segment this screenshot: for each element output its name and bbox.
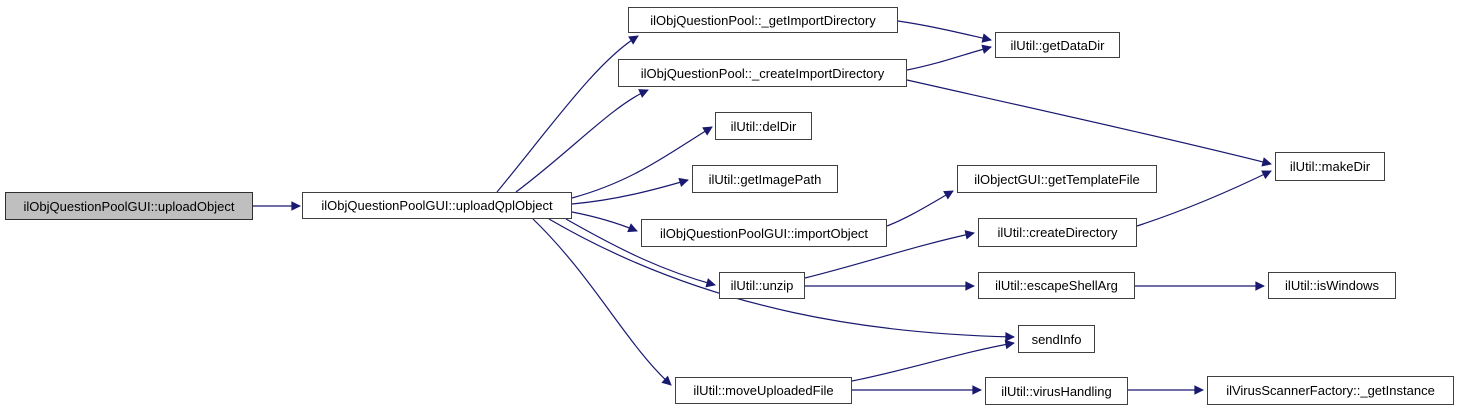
node-upload-object: ilObjQuestionPoolGUI::uploadObject: [5, 192, 253, 220]
node-create-directory[interactable]: ilUtil::createDirectory: [978, 218, 1137, 247]
node-unzip[interactable]: ilUtil::unzip: [719, 272, 805, 299]
edge-move-uploaded-file-to-send-info: [851, 339, 1015, 382]
node-virus-handling[interactable]: ilUtil::virusHandling: [985, 377, 1128, 405]
edge-upload-qpl-object-to-del-dir: [571, 126, 713, 199]
edge-import-object-to-get-template-file: [886, 190, 954, 227]
edge-upload-qpl-object-to-get-import-directory: [496, 35, 639, 193]
edge-upload-qpl-object-to-get-image-path: [571, 177, 689, 205]
node-get-data-dir[interactable]: ilUtil::getDataDir: [995, 32, 1120, 58]
node-is-windows[interactable]: ilUtil::isWindows: [1268, 272, 1396, 299]
edge-unzip-to-create-directory: [804, 230, 975, 279]
edge-create-import-directory-to-make-dir: [906, 79, 1272, 167]
node-make-dir[interactable]: ilUtil::makeDir: [1275, 152, 1385, 181]
edge-upload-qpl-object-to-unzip: [565, 218, 716, 288]
node-get-import-directory[interactable]: ilObjQuestionPool::_getImportDirectory: [628, 7, 898, 33]
edge-get-import-directory-to-get-data-dir: [897, 20, 992, 43]
edge-upload-qpl-object-to-import-object: [571, 211, 638, 233]
node-send-info[interactable]: sendInfo: [1018, 325, 1095, 353]
node-escape-shell-arg[interactable]: ilUtil::escapeShellArg: [978, 272, 1135, 299]
edge-upload-qpl-object-to-create-import-directory: [515, 89, 649, 193]
edge-upload-qpl-object-to-send-info: [548, 218, 1015, 342]
node-get-image-path[interactable]: ilUtil::getImagePath: [692, 165, 838, 193]
edge-create-directory-to-make-dir: [1136, 170, 1272, 227]
node-del-dir[interactable]: ilUtil::delDir: [715, 112, 812, 140]
node-move-uploaded-file[interactable]: ilUtil::moveUploadedFile: [675, 377, 852, 404]
edge-upload-qpl-object-to-move-uploaded-file: [532, 218, 672, 386]
node-get-instance[interactable]: ilVirusScannerFactory::_getInstance: [1207, 376, 1454, 405]
node-upload-qpl-object[interactable]: ilObjQuestionPoolGUI::uploadQplObject: [302, 192, 572, 219]
node-import-object[interactable]: ilObjQuestionPoolGUI::importObject: [641, 219, 887, 247]
node-get-template-file[interactable]: ilObjectGUI::getTemplateFile: [957, 165, 1157, 193]
node-create-import-directory[interactable]: ilObjQuestionPool::_createImportDirector…: [618, 59, 907, 87]
edge-create-import-directory-to-get-data-dir: [906, 44, 992, 71]
